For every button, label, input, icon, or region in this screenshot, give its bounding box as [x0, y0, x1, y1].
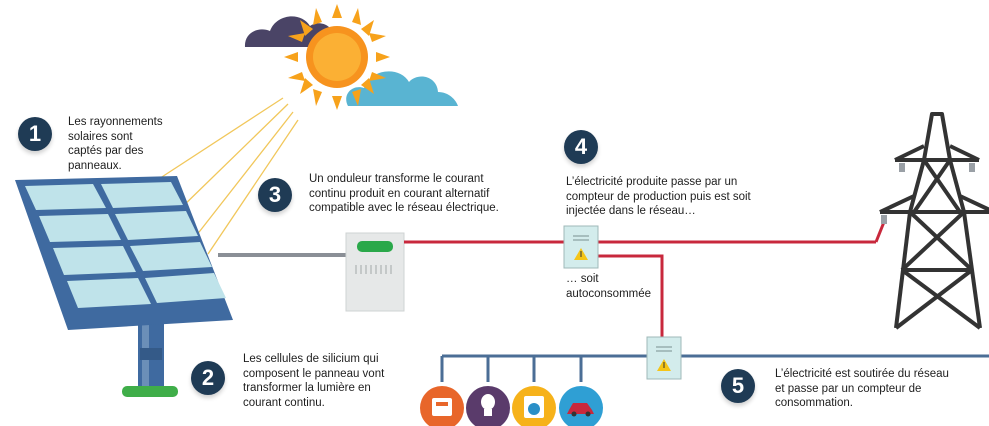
step-4-line: compteur de production puis est soit	[566, 190, 751, 203]
step-5-text: L’électricité est soutirée du réseau et …	[775, 367, 949, 411]
injection-line	[404, 221, 886, 343]
self-consumption-line: autoconsommée	[566, 287, 652, 300]
consumption-line	[440, 354, 989, 382]
solar-panel	[15, 176, 233, 397]
step-2-badge: 2	[191, 361, 225, 395]
step-5-line: L’électricité est soutirée du réseau	[775, 368, 949, 380]
step-2-text: Les cellules de silicium qui composent l…	[243, 352, 384, 410]
step-2-line: Les cellules de silicium qui	[243, 353, 379, 365]
step-3-badge: 3	[258, 178, 292, 212]
step-2-line: transformer la lumière en	[243, 382, 371, 394]
step-5-badge: 5	[721, 369, 755, 403]
self-consumption-text: … soit autoconsommée	[566, 272, 651, 301]
sun-rays	[147, 97, 299, 255]
step-1-line: solaires sont	[68, 130, 133, 143]
step-4-line: L’électricité produite passe par un	[566, 176, 738, 188]
electricity-pylon	[879, 112, 989, 330]
step-4-badge: 4	[564, 130, 598, 164]
self-consumption-line: … soit	[566, 273, 599, 285]
pylon-insulators	[881, 163, 975, 224]
step-2-line: courant continu.	[243, 396, 325, 409]
consumption-meter	[646, 336, 682, 380]
step-1-text: Les rayonnements solaires sont captés pa…	[68, 115, 163, 173]
electrical-panel-icon	[420, 386, 464, 426]
step-1-line: captés par des	[68, 145, 144, 157]
light-bulb-icon	[466, 386, 510, 426]
step-3-line: compatible avec le réseau électrique.	[309, 202, 499, 214]
washing-machine-icon	[512, 386, 556, 426]
sun-icon	[284, 4, 390, 110]
electric-car-icon	[559, 386, 603, 426]
step-5-line: et passe par un compteur de	[775, 382, 922, 395]
cloud-light-icon	[346, 71, 458, 106]
step-4-text: L’électricité produite passe par un comp…	[566, 175, 751, 219]
step-1-line: Les rayonnements	[68, 116, 163, 128]
inverter	[345, 232, 405, 312]
step-1-line: panneaux.	[68, 159, 122, 172]
step-5-line: consommation.	[775, 397, 853, 409]
step-3-line: continu produit en courant alternatif	[309, 187, 490, 200]
step-3-line: Un onduleur transforme le courant	[309, 173, 484, 185]
step-2-line: composent le panneau vont	[243, 367, 385, 380]
step-1-badge: 1	[18, 117, 52, 151]
production-meter	[563, 225, 599, 269]
step-4-line: injectée dans le réseau…	[566, 205, 696, 217]
step-3-text: Un onduleur transforme le courant contin…	[309, 172, 499, 216]
